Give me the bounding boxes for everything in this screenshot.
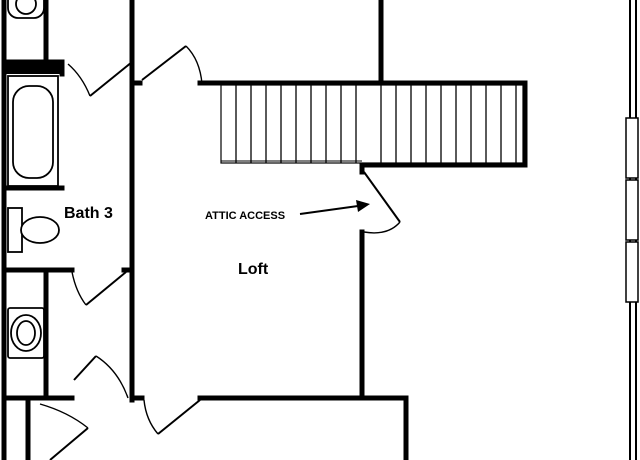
door-bath-lower [73, 355, 129, 399]
bathtub [7, 75, 59, 187]
door-lower-left [39, 403, 89, 460]
window-right [625, 117, 639, 303]
door-loft-top [141, 45, 203, 85]
staircase [220, 84, 524, 164]
door-attic [363, 171, 401, 234]
bath-column-walls [1, 0, 135, 460]
door-bath-middle [71, 271, 127, 306]
room-label-bath: Bath 3 [64, 205, 113, 222]
room-label-loft: Loft [238, 261, 269, 278]
attic-access-label: ATTIC ACCESS [205, 210, 285, 222]
toilet [7, 207, 60, 253]
attic-arrow [299, 200, 370, 215]
sink-lower [7, 307, 45, 359]
loft-walls [129, 0, 528, 460]
door-loft-bottom [143, 399, 201, 435]
tub-wall-block [4, 60, 62, 74]
sink-top [7, 0, 45, 19]
door-bath-upper [67, 61, 133, 97]
